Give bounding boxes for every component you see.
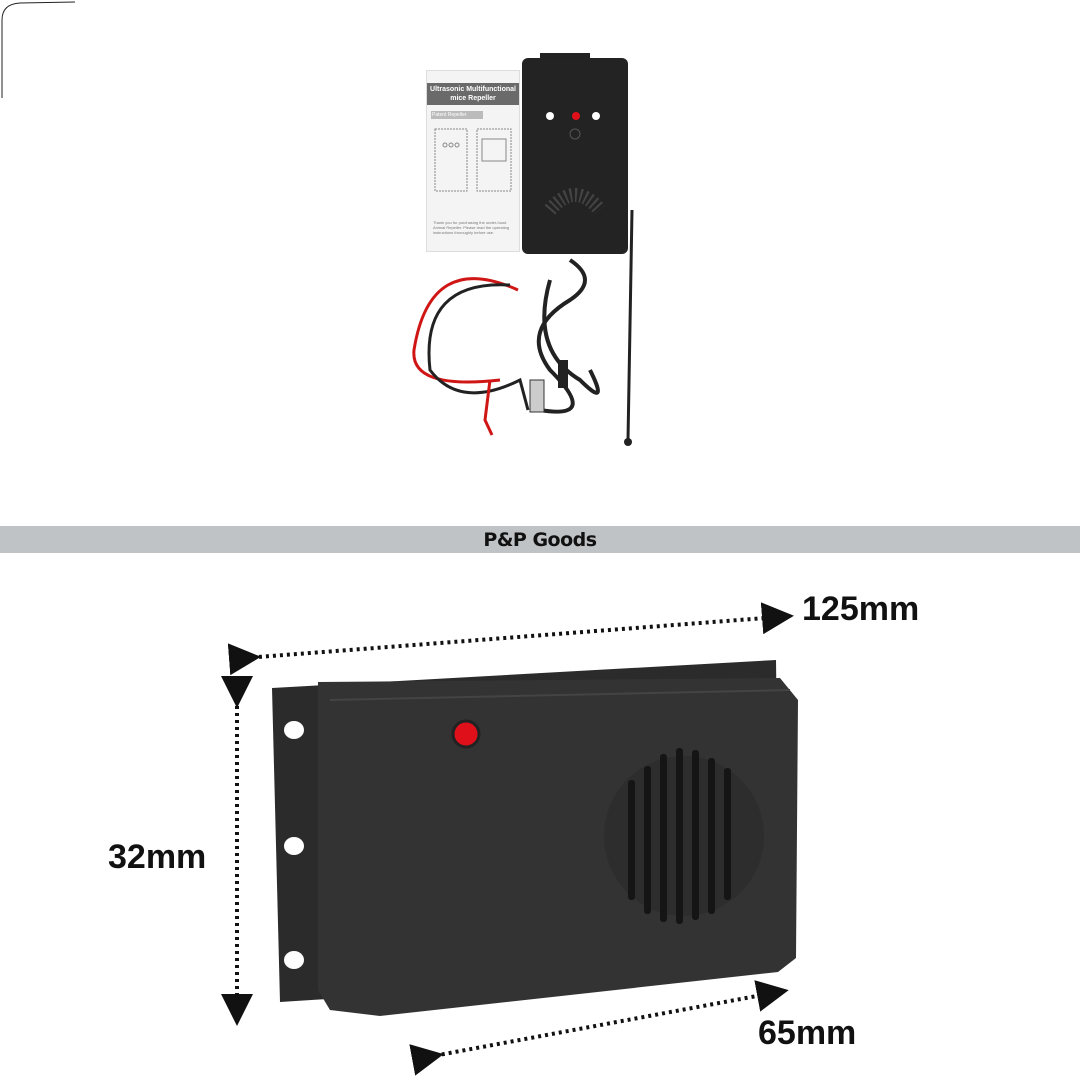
dimension-arrow-width xyxy=(409,980,789,1076)
dimension-arrow-length xyxy=(227,602,794,676)
length-label: 125mm xyxy=(802,590,920,628)
height-label: 32mm xyxy=(108,838,207,876)
package-contents-photo: Ultrasonic Multifunctional mice Repeller… xyxy=(400,50,650,460)
brand-banner: P&P Goods xyxy=(0,526,1080,553)
manual-subtitle: Patent Repeller xyxy=(431,111,483,119)
manual-diagram xyxy=(434,128,512,192)
manual-note: Thank you for purchasing the under-hood … xyxy=(433,220,510,235)
manual-title-1: Ultrasonic Multifunctional xyxy=(430,86,516,93)
device-and-cables xyxy=(412,53,634,446)
corner-mark xyxy=(1,1,76,98)
manual-title-2: mice Repeller xyxy=(450,95,496,102)
instruction-manual: Ultrasonic Multifunctional mice Repeller… xyxy=(426,70,520,252)
led-indicator xyxy=(451,719,481,749)
brand-label: P&P Goods xyxy=(483,528,597,551)
device-dimension-diagram xyxy=(221,602,798,1076)
width-label: 65mm xyxy=(758,1014,857,1052)
